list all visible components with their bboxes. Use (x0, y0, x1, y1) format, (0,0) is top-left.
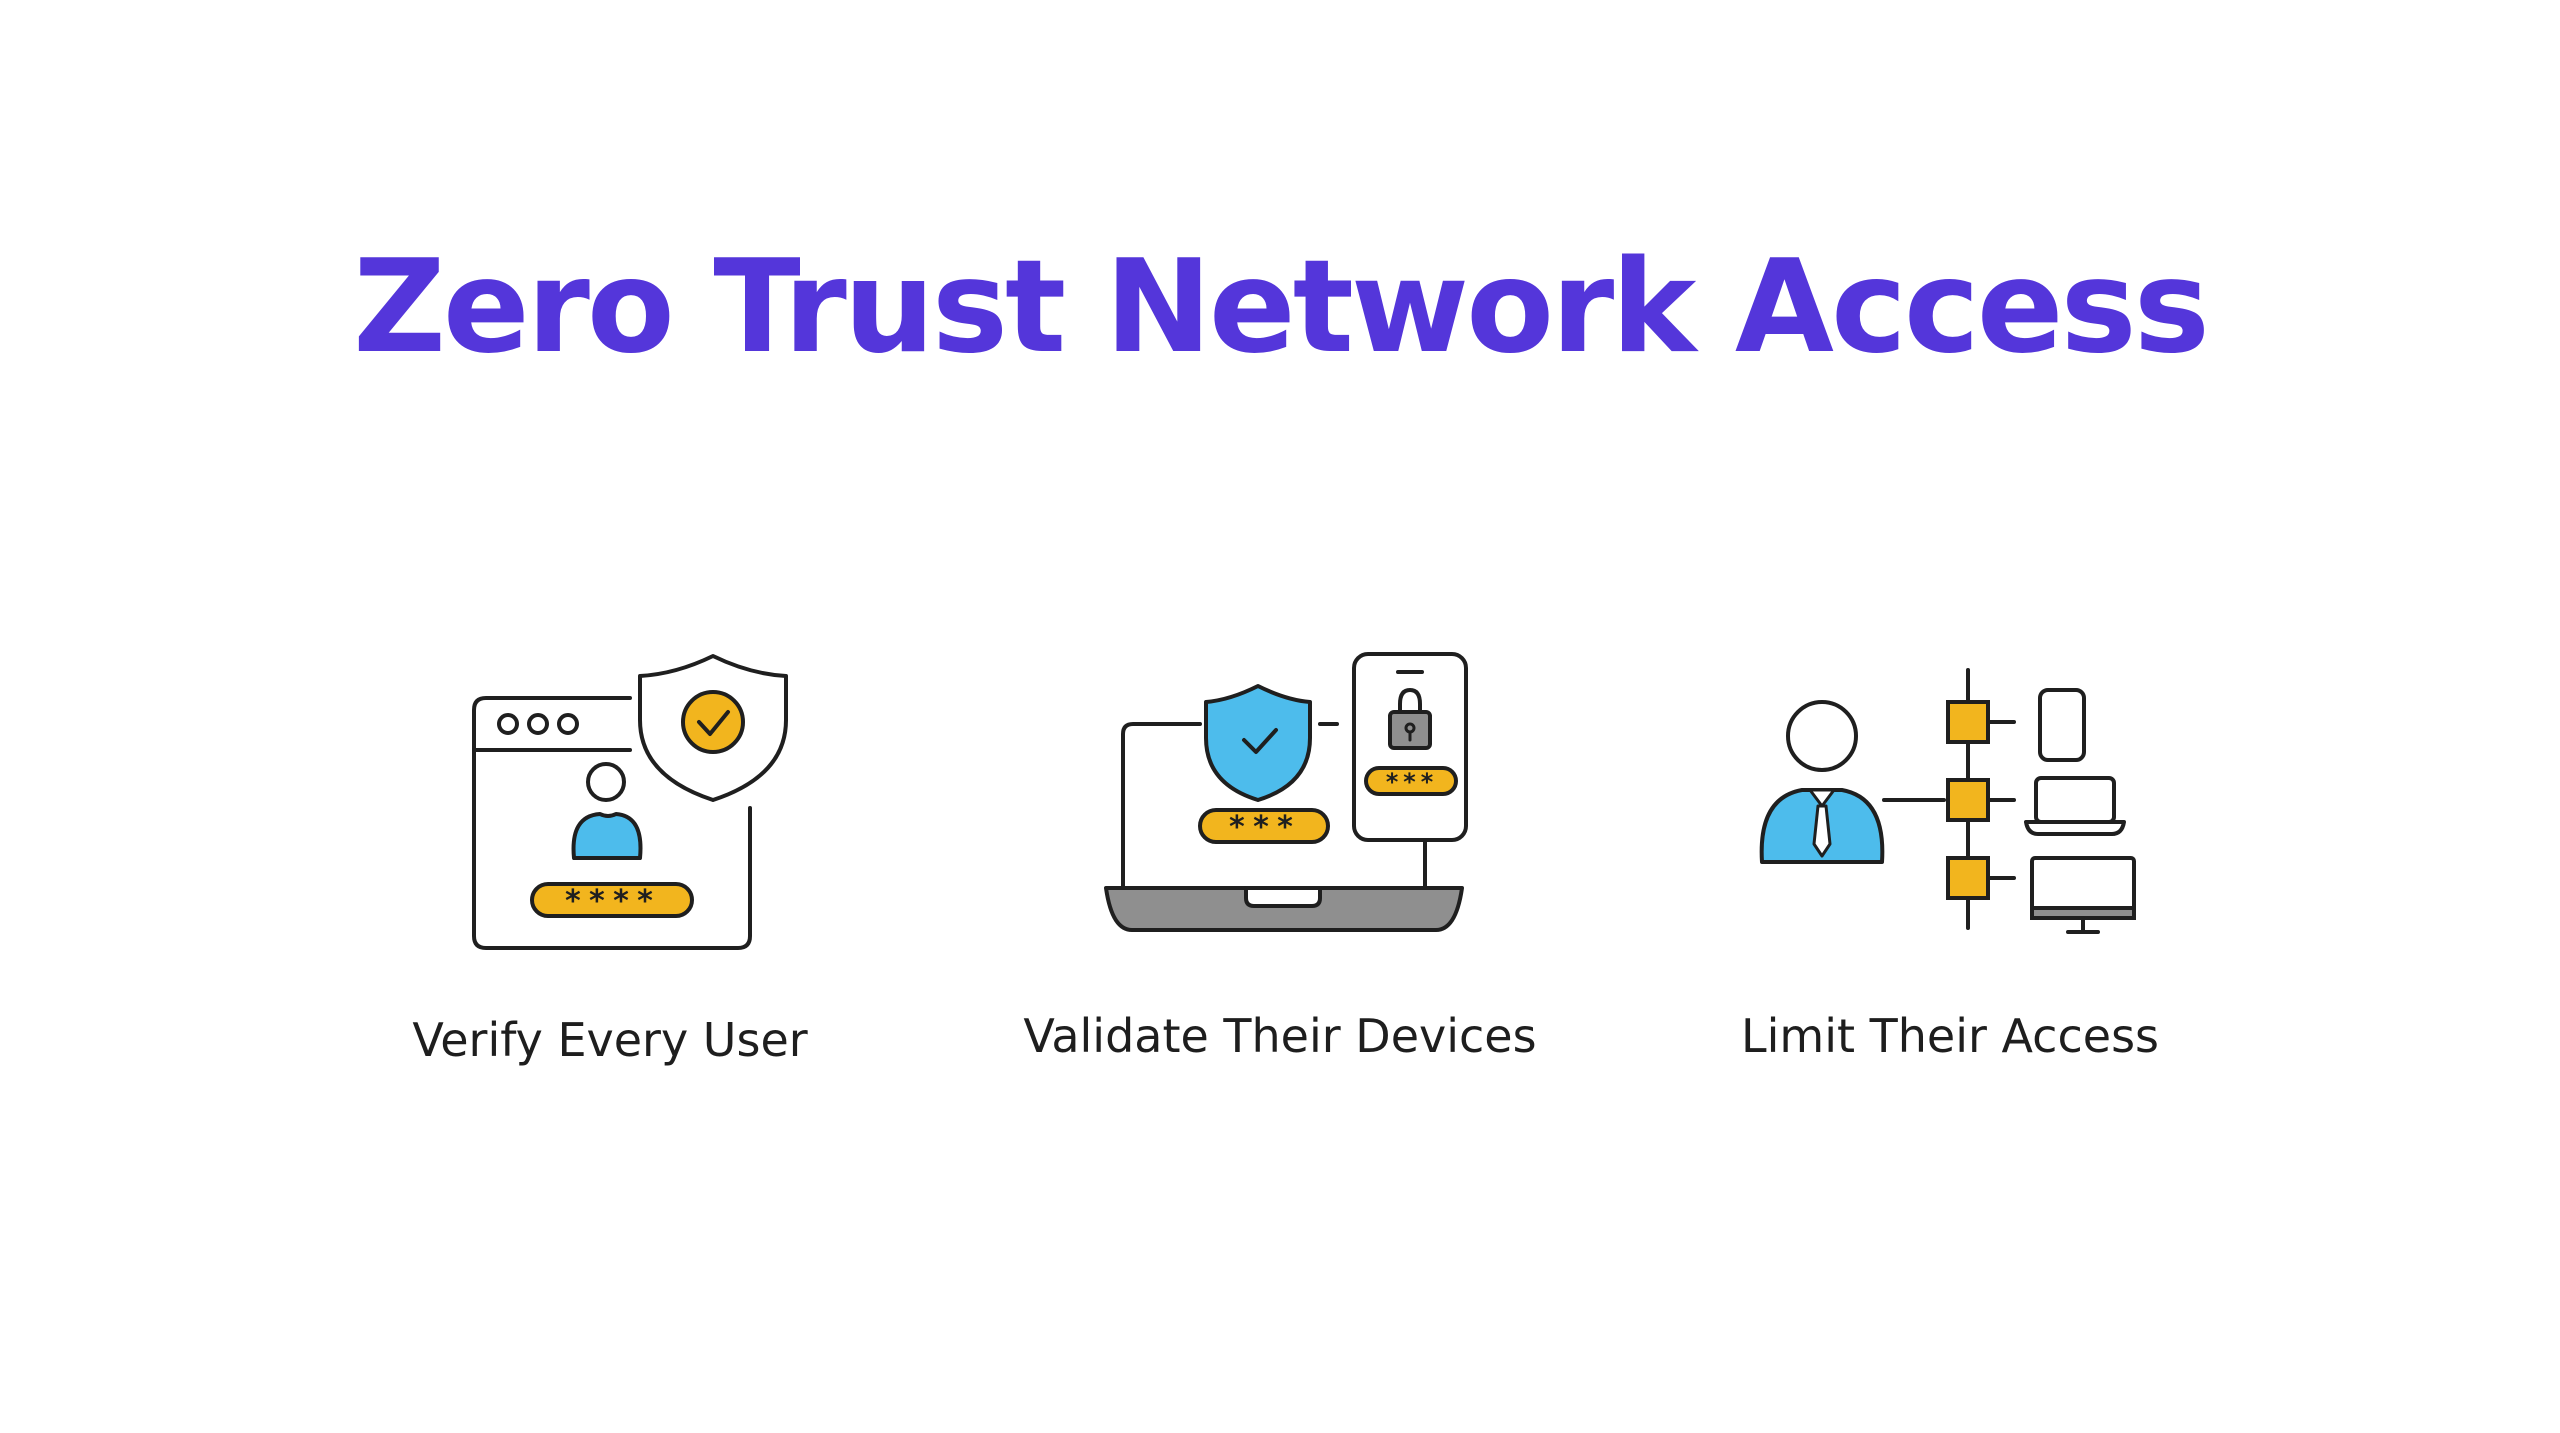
validate-devices-illustration: *** *** (1104, 652, 1468, 932)
password-field-icon: **** (530, 882, 694, 919)
laptop-icon (2024, 776, 2126, 836)
limit-access-illustration (1759, 668, 2136, 934)
password-mask: **** (564, 884, 660, 919)
verify-user-illustration: **** (472, 654, 788, 950)
phone-password-mask: *** (1385, 768, 1437, 796)
laptop-icon (1104, 722, 1464, 932)
shield-check-icon (1204, 684, 1312, 802)
business-user-icon (1759, 700, 1885, 864)
shield-check-icon (638, 654, 788, 802)
step-validate-devices: *** *** Validate Their Devices (900, 630, 1660, 1090)
network-nodes-icon (1882, 668, 2016, 930)
step-verify-user: **** Verify Every User (230, 630, 990, 1090)
step-limit-access: Limit Their Access (1570, 630, 2330, 1090)
browser-window-icon (472, 696, 752, 950)
caption-limit-access: Limit Their Access (1741, 1009, 2159, 1063)
caption-validate-devices: Validate Their Devices (1023, 1009, 1537, 1063)
page-title: Zero Trust Network Access (353, 233, 2210, 382)
smartphone-icon (2038, 688, 2086, 762)
password-mask: *** (1228, 810, 1300, 845)
caption-verify-user: Verify Every User (412, 1013, 808, 1067)
password-field-icon: *** (1198, 808, 1330, 845)
padlock-icon (1388, 687, 1432, 750)
desktop-monitor-icon (2030, 856, 2136, 934)
user-icon (571, 762, 643, 860)
password-field-icon: *** (1364, 766, 1458, 796)
